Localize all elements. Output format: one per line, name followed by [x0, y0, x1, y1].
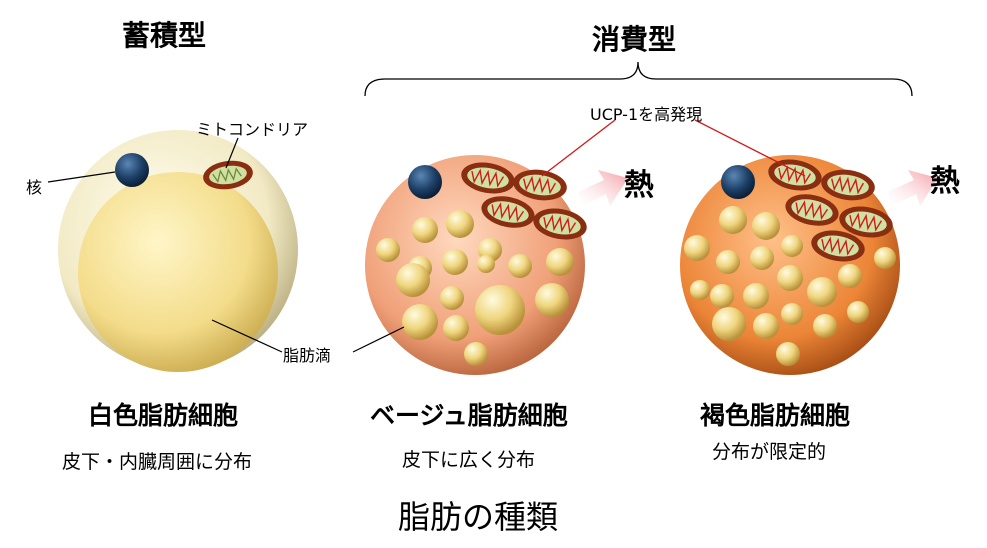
white-fat-cell	[58, 130, 298, 372]
lipid-droplet-leader	[211, 319, 283, 353]
brown-heat-label: 熱	[930, 164, 960, 199]
brown-heat-arrow	[888, 170, 938, 206]
white-cell-nucleus	[115, 153, 149, 187]
nucleus-leader	[47, 171, 116, 183]
brown-cell-nucleus	[721, 165, 755, 199]
white-cell-lipid-droplet	[78, 172, 278, 372]
figure-title: 脂肪の種類	[398, 498, 559, 536]
brown-cell-droplets	[684, 206, 896, 366]
consumption-type-heading: 消費型	[592, 23, 677, 56]
white-cell-name: 白色脂肪細胞	[88, 401, 239, 430]
brown-cell-name: 褐色脂肪細胞	[700, 401, 851, 430]
ucp1-leader-beige	[541, 119, 616, 177]
mitochondria-label: ミトコンドリア	[196, 120, 309, 139]
beige-cell-name: ベージュ脂肪細胞	[370, 401, 568, 430]
brown-fat-cell	[680, 154, 900, 375]
lipid-droplet-label: 脂肪滴	[283, 346, 332, 365]
white-cell-distribution: 皮下・内臓周囲に分布	[62, 451, 253, 473]
lipid-droplet-leader-beige	[352, 326, 405, 353]
beige-heat-label: 熱	[624, 168, 654, 203]
beige-cell-nucleus	[408, 165, 442, 199]
beige-cell-droplets	[376, 210, 574, 366]
ucp1-label: UCP-1を高発現	[590, 105, 703, 124]
beige-fat-cell	[365, 155, 590, 375]
consumption-brace	[364, 61, 913, 97]
beige-heat-arrow	[578, 170, 628, 206]
beige-cell-distribution: 皮下に広く分布	[402, 449, 536, 471]
nucleus-label: 核	[26, 178, 43, 197]
brown-cell-distribution: 分布が限定的	[712, 441, 827, 463]
mitochondria-leader	[225, 137, 239, 169]
ucp1-leader-brown	[694, 119, 806, 177]
storage-type-heading: 蓄積型	[122, 19, 207, 52]
